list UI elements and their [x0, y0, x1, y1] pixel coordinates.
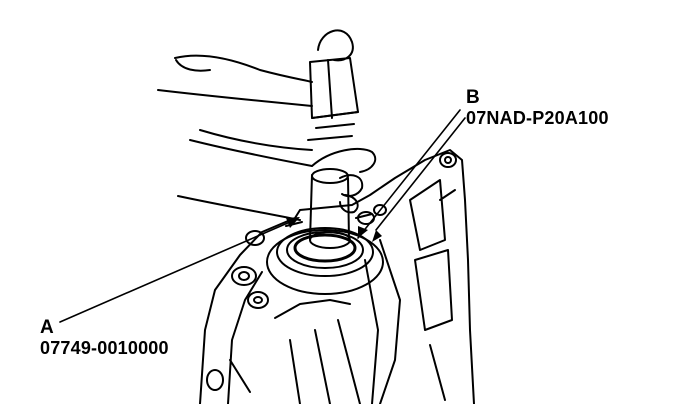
callout-b-part-number: 07NAD-P20A100: [466, 107, 609, 128]
hand-icon: [157, 54, 313, 151]
callout-a-part-number: 07749-0010000: [40, 337, 169, 358]
hand-icon: [177, 139, 377, 221]
callout-a-letter: A: [40, 317, 54, 338]
seal-bore: [266, 227, 384, 295]
callout-a: A 07749-0010000: [40, 317, 169, 359]
transmission-housing-icon: [199, 149, 475, 404]
hammer-icon: [307, 29, 359, 141]
leader-lines: [59, 109, 466, 323]
attachment-tool-icon: [285, 213, 373, 227]
callout-b: B 07NAD-P20A100: [466, 87, 609, 129]
callout-b-letter: B: [466, 87, 480, 108]
